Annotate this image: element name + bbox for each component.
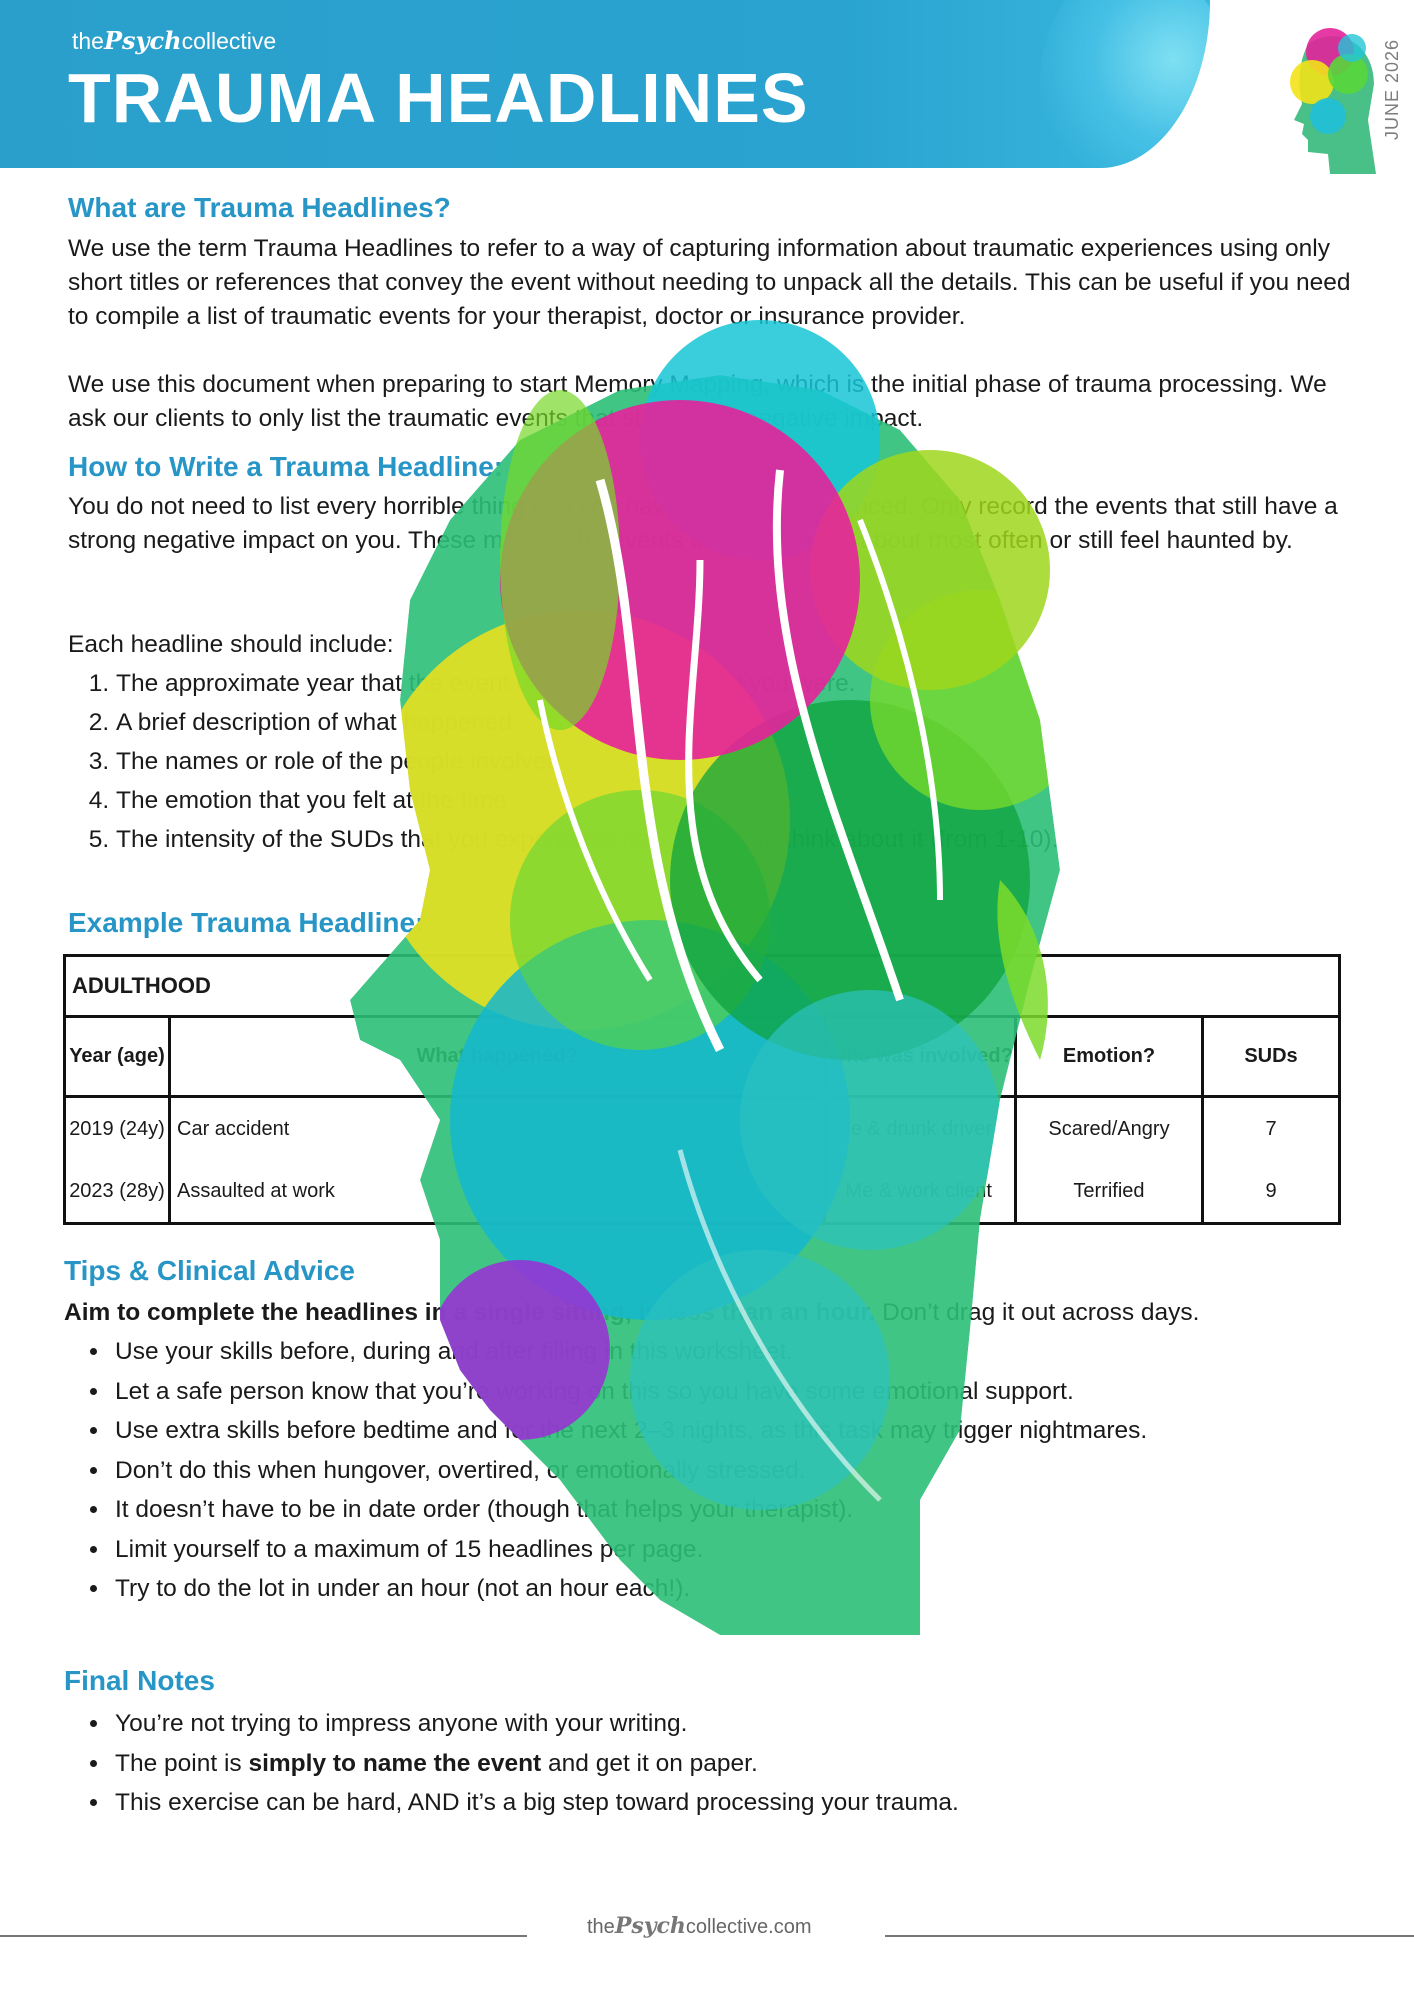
list-item: It doesn’t have to be in date order (tho… [111,1490,1147,1530]
table-cell: 2023 (28y) [63,1160,171,1224]
list-item: Let a safe person know that you’re worki… [111,1372,1147,1412]
intro-paragraph-2: We use this document when preparing to s… [68,371,1327,432]
brand-pre: the [72,28,104,54]
tips-heading: Tips & Clinical Advice [64,1255,355,1286]
intro-paragraph-1: We use the term Trauma Headlines to refe… [68,235,1351,330]
table-section-label: ADULTHOOD [63,954,1341,1018]
footer-divider-right [885,1935,1414,1937]
column-header: SUDs [1201,1015,1341,1098]
list-item: You’re not trying to impress anyone with… [111,1704,959,1744]
list-item: Limit yourself to a maximum of 15 headli… [111,1530,1147,1570]
how-to-paragraph: You do not need to list every horrible t… [68,493,1338,554]
table-cell: Scared/Angry [1014,1096,1204,1160]
table-cell: Assaulted at work [168,1160,826,1224]
list-item: A brief description of what happened [116,703,1058,742]
headline-steps-list: The approximate year that the event occu… [68,664,1058,859]
list-item: Don’t do this when hungover, overtired, … [111,1451,1147,1491]
header-swirl-decoration [1040,0,1210,168]
list-item: Try to do the lot in under an hour (not … [111,1569,1147,1609]
footer-pre: the [587,1916,615,1938]
head-logo-icon [1290,28,1376,174]
final-notes-list: You’re not trying to impress anyone with… [64,1704,959,1823]
list-item: The point is simply to name the event an… [111,1744,959,1784]
example-table: ADULTHOOD Year (age) What happened? Who … [63,954,1341,1225]
list-item: Use extra skills before bedtime and for … [111,1411,1147,1451]
brand-post: collective [181,28,277,54]
tips-lead-bold: Aim to complete the headlines in a singl… [64,1299,876,1326]
how-to-heading: How to Write a Trauma Headline: [68,451,504,482]
column-header: What happened? [168,1015,826,1098]
table-cell: 2019 (24y) [63,1096,171,1160]
example-heading: Example Trauma Headline: [68,907,425,938]
brand-script: Psych [103,26,182,55]
footer-wordmark: thePsychcollective.com [587,1913,812,1939]
text-span: and get it on paper. [541,1749,758,1777]
table-cell: 7 [1201,1096,1341,1160]
list-item: The names or role of the people involved [116,742,1058,781]
table-row: 2023 (28y) Assaulted at work Me & work c… [63,1160,1341,1224]
text-span: The point is [115,1749,249,1777]
intro-heading: What are Trauma Headlines? [68,192,451,223]
list-item: The intensity of the SUDs that you exper… [116,820,1058,859]
include-label: Each headline should include: [68,631,394,658]
table-cell: Car accident [168,1096,826,1160]
footer-script: Psych [614,1913,686,1939]
table-cell: Me & work client [823,1160,1017,1224]
table-cell: Me & drunk driver [823,1096,1017,1160]
tips-lead: Aim to complete the headlines in a singl… [64,1296,1354,1330]
bold-span: simply to name the event [248,1749,542,1777]
table-cell: Terrified [1014,1160,1204,1224]
tips-list: Use your skills before, during and after… [64,1332,1147,1609]
tips-lead-rest: Don’t drag it out across days. [875,1299,1200,1326]
table-cell: 9 [1201,1160,1341,1224]
footer-divider-left [0,1935,527,1937]
brand-wordmark: thePsychcollective [72,26,276,55]
table-row: 2019 (24y) Car accident Me & drunk drive… [63,1096,1341,1160]
final-heading: Final Notes [64,1665,215,1696]
list-item: This exercise can be hard, AND it’s a bi… [111,1783,959,1823]
list-item: The approximate year that the event occu… [116,664,1058,703]
list-item: Use your skills before, during and after… [111,1332,1147,1372]
footer-post: collective.com [685,1916,812,1938]
column-header: Who was involved? [823,1015,1017,1098]
page-title: TRAUMA HEADLINES [68,59,809,137]
column-header: Emotion? [1014,1015,1204,1098]
header-banner: thePsychcollective TRAUMA HEADLINES [0,0,1210,168]
list-item: The emotion that you felt at the time [116,781,1058,820]
column-header: Year (age) [63,1015,171,1098]
